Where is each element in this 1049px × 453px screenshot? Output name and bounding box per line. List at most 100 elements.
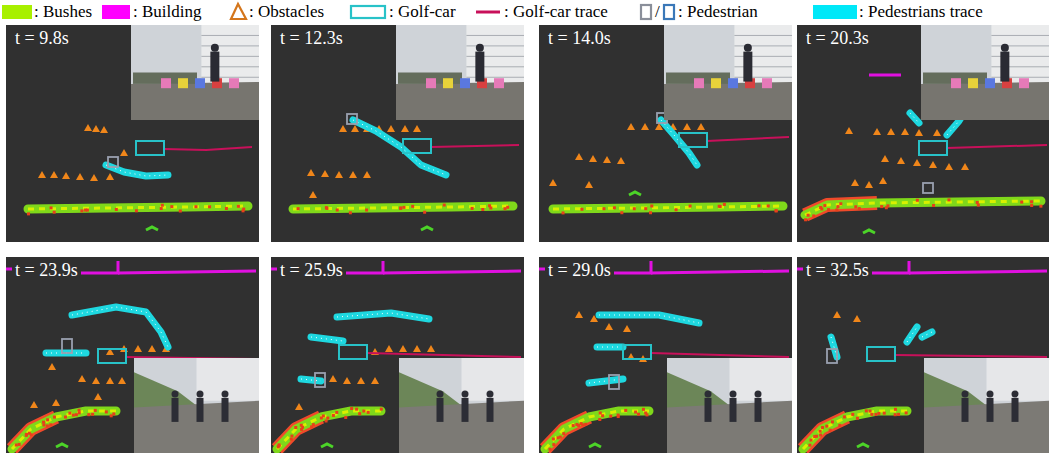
bushes-speck xyxy=(947,198,950,201)
golf-car-box xyxy=(679,133,707,147)
bushes-speck xyxy=(504,207,507,210)
bushes-speck xyxy=(170,205,173,208)
camera-hill xyxy=(667,372,730,410)
camera-window xyxy=(734,35,792,36)
bushes-speck xyxy=(634,411,637,414)
obstacle xyxy=(387,125,395,132)
bushes-speck xyxy=(894,408,897,411)
legend-swatch xyxy=(813,5,857,19)
pedestrian-trace xyxy=(599,315,699,323)
camera-person xyxy=(755,398,762,422)
obstacle xyxy=(585,181,593,188)
obstacle xyxy=(48,363,56,370)
legend-text: : Bushes xyxy=(34,2,92,22)
camera-window xyxy=(991,77,1049,78)
bushes-speck xyxy=(562,432,565,435)
golf-car-trace xyxy=(895,355,1047,357)
golf-car-box xyxy=(403,139,431,153)
obstacle xyxy=(929,161,937,168)
camera-box xyxy=(711,78,721,88)
pedestrian-trace xyxy=(831,337,837,357)
golf-car-trace xyxy=(367,353,521,357)
bushes-speck xyxy=(1030,204,1033,207)
bushes-speck xyxy=(68,412,71,415)
obstacle xyxy=(385,345,393,352)
bushes-speck xyxy=(601,414,604,417)
bushes-speck xyxy=(613,206,616,209)
camera-hill xyxy=(924,372,987,410)
bushes-speck xyxy=(718,205,721,208)
obstacle xyxy=(617,157,625,164)
bushes-speck xyxy=(179,210,182,213)
bushes-speck xyxy=(91,413,94,416)
golf-car-box xyxy=(136,141,164,155)
bushes-speck xyxy=(812,214,815,217)
obstacle xyxy=(38,171,46,178)
obstacle xyxy=(961,163,969,170)
bushes-speck xyxy=(865,409,868,412)
obstacle xyxy=(76,173,84,180)
bushes-bit xyxy=(56,444,68,447)
bushes-speck xyxy=(46,424,49,427)
bushes-bit xyxy=(863,230,875,233)
bushes-speck xyxy=(86,209,89,212)
bushes-speck xyxy=(25,433,28,436)
pedestrian-box xyxy=(315,373,325,387)
camera-building xyxy=(991,25,1049,88)
obstacle xyxy=(887,128,895,135)
building-points xyxy=(909,271,1047,273)
camera-window xyxy=(201,66,259,67)
bushes-bit xyxy=(589,444,601,447)
golf-car-trace xyxy=(431,145,519,147)
camera-person xyxy=(462,398,469,422)
bushes-speck xyxy=(581,423,584,426)
obstacle xyxy=(913,159,921,166)
bushes-speck xyxy=(344,416,347,419)
golf-car-trace xyxy=(164,147,252,150)
camera-sky xyxy=(134,358,259,453)
bushes-speck xyxy=(471,207,474,210)
bushes-speck xyxy=(977,204,980,207)
obstacle xyxy=(641,123,649,130)
obstacle xyxy=(118,377,126,384)
bushes-speck xyxy=(225,207,228,210)
bushes-speck xyxy=(325,206,328,209)
obstacle xyxy=(339,125,347,132)
bushes-speck xyxy=(883,412,886,415)
bushes-speck xyxy=(278,443,281,446)
obstacle xyxy=(371,377,379,384)
pedestrian-trace xyxy=(301,379,321,381)
panel-ground xyxy=(797,25,1049,242)
bushes-speck xyxy=(161,204,164,207)
panel xyxy=(6,25,259,242)
bushes-speck xyxy=(580,208,583,211)
bushes-bit xyxy=(146,227,158,230)
camera-box xyxy=(229,78,239,88)
bushes-speck xyxy=(649,211,652,214)
camera-person xyxy=(1000,52,1009,82)
pedestrian-trace xyxy=(599,315,699,323)
camera-person xyxy=(487,398,494,422)
bushes-speck xyxy=(869,410,872,413)
bushes-speck xyxy=(326,417,329,420)
bushes-bit xyxy=(629,192,641,195)
bushes-points xyxy=(12,411,116,449)
bushes-speck xyxy=(599,411,602,414)
bushes-speck xyxy=(237,205,240,208)
bushes-speck xyxy=(380,408,383,411)
bushes-speck xyxy=(489,206,492,209)
bushes-speck xyxy=(856,417,859,420)
bushes-speck xyxy=(877,412,880,415)
camera-person xyxy=(222,398,229,422)
camera-window xyxy=(991,35,1049,36)
golf-car-icon xyxy=(351,6,385,18)
bushes-speck xyxy=(874,413,877,416)
obstacle xyxy=(307,169,315,176)
bushes-speck xyxy=(358,412,361,415)
bushes-speck xyxy=(620,211,623,214)
bushes-speck xyxy=(49,423,52,426)
time-label: t = 12.3s xyxy=(277,28,346,48)
camera-person xyxy=(1012,398,1019,422)
bushes-speck xyxy=(829,429,832,432)
